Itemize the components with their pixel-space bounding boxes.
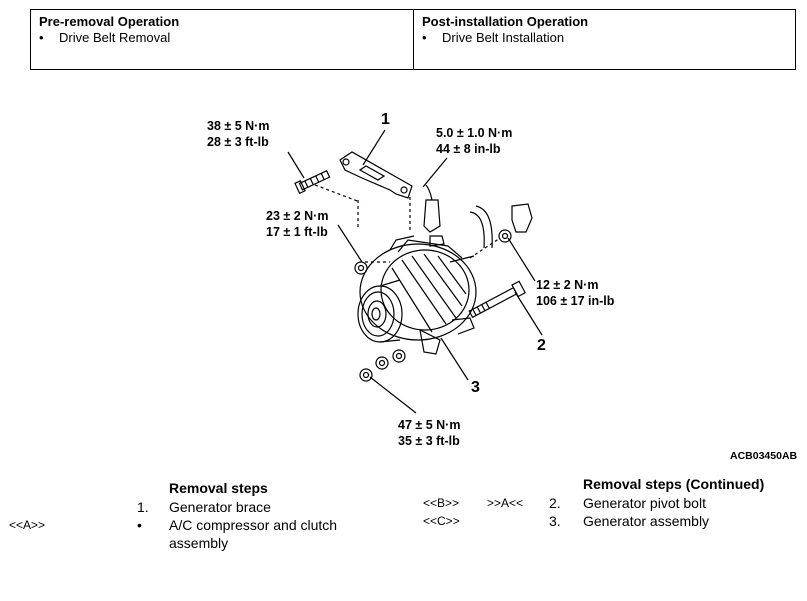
- torque-metric: 47 ± 5 N·m: [398, 418, 461, 432]
- generator-brace: [339, 151, 413, 199]
- step-number: 1.: [137, 499, 149, 515]
- torque-metric: 5.0 ± 1.0 N·m: [436, 126, 513, 140]
- post-installation-item: • Drive Belt Installation: [422, 30, 787, 46]
- service-point-mark: <<B>>: [423, 496, 460, 510]
- terminal-wire: [475, 205, 493, 249]
- harness-connector: [423, 199, 441, 233]
- harness-clip: [429, 235, 445, 247]
- step-number: 2.: [549, 495, 561, 511]
- post-installation-title: Post-installation Operation: [422, 14, 589, 29]
- step-text: Generator assembly: [583, 513, 710, 529]
- leader-line: [514, 291, 543, 336]
- step-text: Generator pivot bolt: [583, 495, 706, 511]
- callout-3: 3: [471, 379, 480, 396]
- torque-label-mount-nut: 23 ± 2 N·m 17 ± 1 ft-lb: [266, 208, 328, 240]
- figure-code: ACB03450AB: [730, 450, 798, 462]
- operations-table: Pre-removal Operation • Drive Belt Remova…: [30, 9, 796, 70]
- step-text: assembly: [169, 535, 229, 551]
- pre-removal-item: • Drive Belt Removal: [39, 30, 405, 46]
- post-installation-cell: Post-installation Operation • Drive Belt …: [414, 10, 795, 69]
- brace-hole: [342, 158, 350, 166]
- pre-removal-title: Pre-removal Operation: [39, 14, 180, 29]
- torque-label-brace-nut: 5.0 ± 1.0 N·m 44 ± 8 in-lb: [436, 125, 512, 157]
- torque-imperial: 35 ± 3 ft-lb: [398, 434, 460, 448]
- bullet: •: [39, 30, 44, 45]
- torque-metric: 23 ± 2 N·m: [266, 209, 329, 223]
- torque-imperial: 17 ± 1 ft-lb: [266, 225, 328, 239]
- leader-line: [337, 224, 363, 263]
- terminal-wire: [469, 211, 485, 249]
- harness-wire: [425, 184, 433, 201]
- leader-line: [507, 237, 536, 282]
- washer: [392, 349, 406, 363]
- callout-2: 2: [537, 337, 546, 354]
- torque-metric: 12 ± 2 N·m: [536, 278, 599, 292]
- callout-1: 1: [381, 111, 390, 128]
- bullet: •: [137, 517, 142, 533]
- step-number: 3.: [549, 513, 561, 529]
- torque-label-brace-bolt: 38 ± 5 N·m 28 ± 3 ft-lb: [207, 118, 269, 150]
- torque-label-pivot-nut: 47 ± 5 N·m 35 ± 3 ft-lb: [398, 417, 460, 449]
- leader-line: [287, 151, 305, 179]
- assembly-line: [314, 184, 361, 203]
- brace-hole: [400, 186, 408, 194]
- torque-imperial: 106 ± 17 in-lb: [536, 294, 615, 308]
- pre-removal-item-text: Drive Belt Removal: [59, 30, 171, 45]
- torque-imperial: 44 ± 8 in-lb: [436, 142, 501, 156]
- torque-imperial: 28 ± 3 ft-lb: [207, 135, 269, 149]
- terminal-nut: [498, 229, 512, 243]
- terminal-cap: [511, 203, 533, 233]
- removal-steps-continued-title: Removal steps (Continued): [583, 476, 765, 492]
- step-text: Generator brace: [169, 499, 271, 515]
- removal-steps-title: Removal steps: [169, 480, 268, 496]
- pre-removal-cell: Pre-removal Operation • Drive Belt Remova…: [31, 10, 414, 69]
- washer: [375, 356, 389, 370]
- brace-detail: [358, 165, 386, 181]
- step-text: A/C compressor and clutch: [169, 517, 338, 533]
- torque-label-terminal-nut: 12 ± 2 N·m 106 ± 17 in-lb: [536, 277, 614, 309]
- pivot-bolt: [468, 280, 526, 319]
- post-installation-item-text: Drive Belt Installation: [442, 30, 565, 45]
- leader-line: [440, 337, 469, 381]
- torque-metric: 38 ± 5 N·m: [207, 119, 270, 133]
- service-point-mark: <<C>>: [423, 514, 460, 528]
- generator-body: [359, 243, 477, 341]
- assembly-line: [469, 237, 501, 259]
- leader-line: [369, 376, 417, 414]
- service-point-mark: <<A>>: [9, 518, 46, 532]
- bullet: •: [422, 30, 427, 45]
- leader-line: [362, 129, 386, 166]
- washer: [359, 368, 373, 382]
- service-point-mark: >>A<<: [487, 496, 524, 510]
- leader-line: [422, 157, 448, 188]
- brace-bolt: [294, 169, 331, 195]
